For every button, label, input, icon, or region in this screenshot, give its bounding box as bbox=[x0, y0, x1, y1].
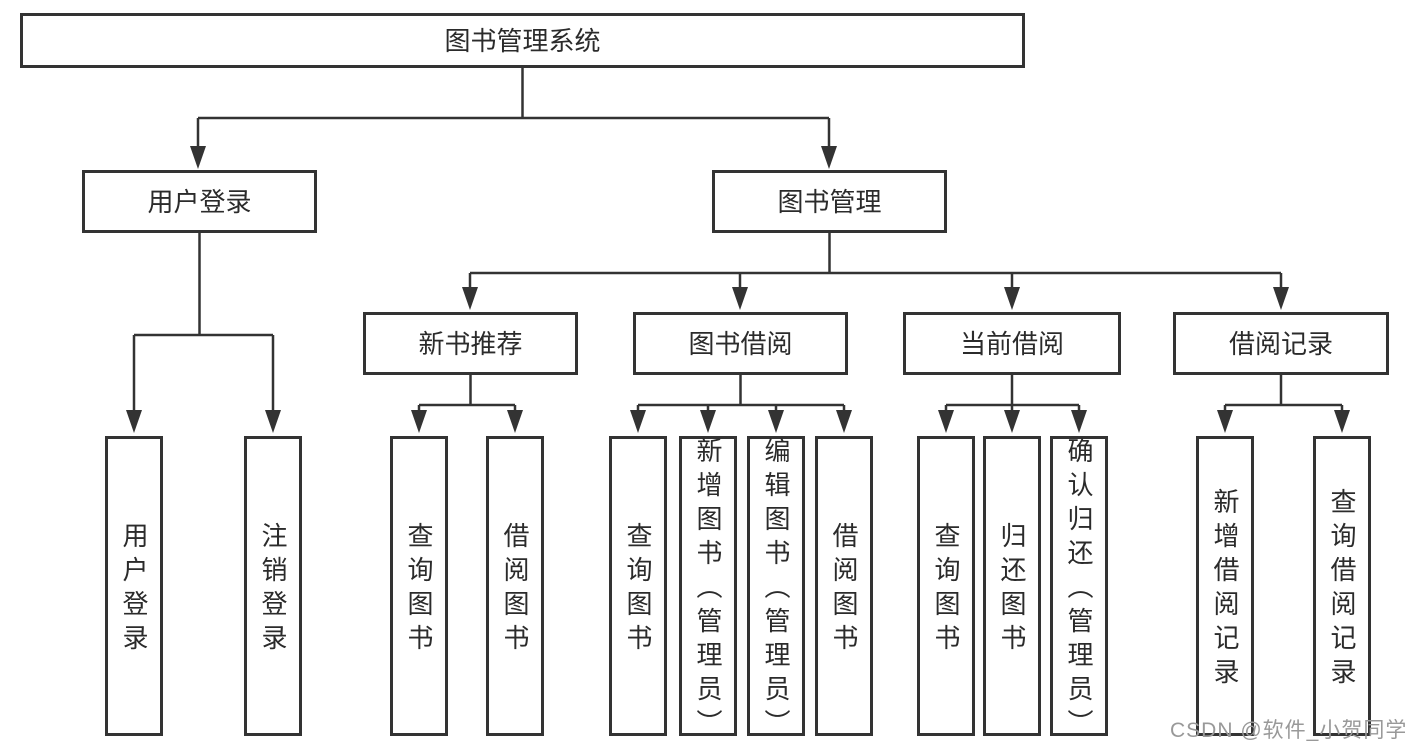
arrowhead-icon bbox=[1217, 410, 1233, 433]
arrowhead-icon bbox=[411, 410, 427, 433]
node-book-borrowing: 图书借阅 bbox=[633, 312, 848, 375]
arrowhead-icon bbox=[836, 410, 852, 433]
leaf-label: 借阅图书 bbox=[829, 522, 859, 658]
leaf-add-borrow-record: 新增借阅记录 bbox=[1196, 436, 1254, 736]
node-current-borrowing: 当前借阅 bbox=[903, 312, 1121, 375]
csdn-watermark: CSDN @软件_小贺同学 bbox=[1170, 719, 1405, 742]
leaf-query-books-borrowing: 查询图书 bbox=[609, 436, 667, 736]
arrowhead-icon bbox=[190, 146, 206, 169]
leaf-label: 新增图书（管理员） bbox=[693, 437, 723, 743]
node-user-login: 用户登录 bbox=[82, 170, 317, 233]
leaf-label: 确认归还（管理员） bbox=[1064, 437, 1094, 743]
arrowhead-icon bbox=[938, 410, 954, 433]
leaf-edit-books-admin: 编辑图书（管理员） bbox=[747, 436, 805, 743]
node-new-book-recommend: 新书推荐 bbox=[363, 312, 578, 375]
leaf-logout: 注销登录 bbox=[244, 436, 302, 736]
leaf-query-books-current: 查询图书 bbox=[917, 436, 975, 736]
node-book-management: 图书管理 bbox=[712, 170, 947, 233]
leaf-label: 查询图书 bbox=[623, 522, 653, 658]
leaf-borrow-books-recommend: 借阅图书 bbox=[486, 436, 544, 736]
arrowhead-icon bbox=[507, 410, 523, 433]
arrowhead-icon bbox=[732, 287, 748, 310]
arrowhead-icon bbox=[126, 410, 142, 433]
node-borrow-records: 借阅记录 bbox=[1173, 312, 1389, 375]
leaf-label: 用户登录 bbox=[119, 522, 149, 658]
leaf-confirm-return-admin: 确认归还（管理员） bbox=[1050, 436, 1108, 743]
arrowhead-icon bbox=[1004, 410, 1020, 433]
arrowhead-icon bbox=[462, 287, 478, 310]
leaf-label: 借阅图书 bbox=[500, 522, 530, 658]
leaf-query-books-recommend: 查询图书 bbox=[390, 436, 448, 736]
arrowhead-icon bbox=[821, 146, 837, 169]
leaf-label: 查询图书 bbox=[404, 522, 434, 658]
leaf-label: 查询借阅记录 bbox=[1327, 488, 1357, 692]
arrowhead-icon bbox=[1004, 287, 1020, 310]
leaf-label: 编辑图书（管理员） bbox=[761, 437, 791, 743]
arrowhead-icon bbox=[1273, 287, 1289, 310]
leaf-label: 归还图书 bbox=[997, 522, 1027, 658]
arrowhead-icon bbox=[1334, 410, 1350, 433]
arrowhead-icon bbox=[1071, 410, 1087, 433]
arrowhead-icon bbox=[265, 410, 281, 433]
leaf-label: 新增借阅记录 bbox=[1210, 488, 1240, 692]
leaf-label: 查询图书 bbox=[931, 522, 961, 658]
arrowhead-icon bbox=[630, 410, 646, 433]
leaf-query-borrow-record: 查询借阅记录 bbox=[1313, 436, 1371, 736]
leaf-return-books: 归还图书 bbox=[983, 436, 1041, 736]
arrowhead-icon bbox=[768, 410, 784, 433]
leaf-borrow-books: 借阅图书 bbox=[815, 436, 873, 736]
node-root-system: 图书管理系统 bbox=[20, 13, 1025, 68]
arrowhead-icon bbox=[700, 410, 716, 433]
leaf-add-books-admin: 新增图书（管理员） bbox=[679, 436, 737, 743]
leaf-label: 注销登录 bbox=[258, 522, 288, 658]
leaf-user-login: 用户登录 bbox=[105, 436, 163, 736]
